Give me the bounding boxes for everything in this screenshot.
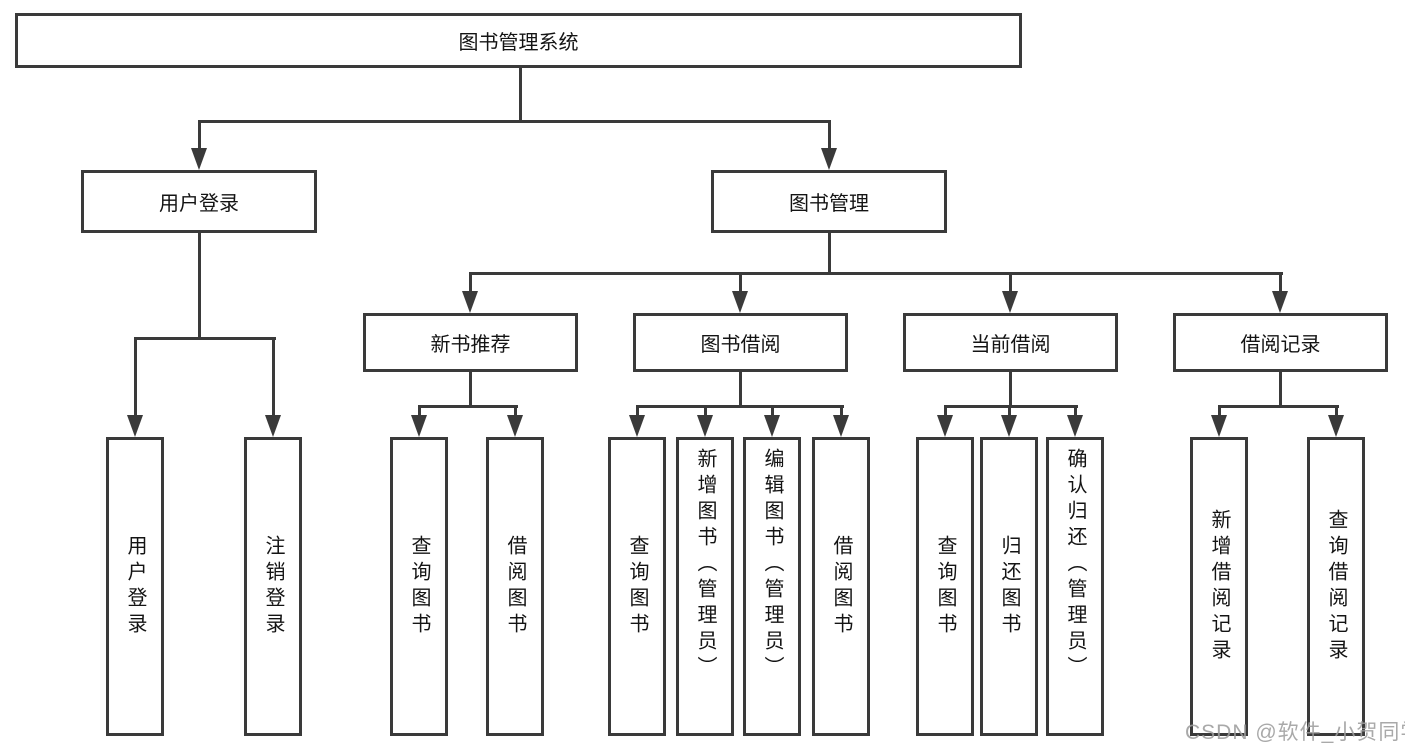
connector-line <box>704 405 707 415</box>
arrow-down-icon <box>697 415 713 437</box>
arrow-down-icon <box>411 415 427 437</box>
connector-line <box>1335 405 1338 415</box>
connector-line <box>840 405 843 415</box>
connector-line <box>198 120 201 148</box>
node-borrow-books-recommend-label: 借阅图书 <box>504 534 526 639</box>
connector-line <box>134 337 137 415</box>
connector-line <box>771 405 774 415</box>
arrow-down-icon <box>1211 415 1227 437</box>
connector-line <box>828 233 831 272</box>
arrow-down-icon <box>191 148 207 170</box>
connector-line <box>469 272 1283 275</box>
node-book-borrowing-label: 图书借阅 <box>700 334 781 356</box>
arrow-down-icon <box>1001 415 1017 437</box>
node-return-book: 归还图书 <box>980 437 1038 736</box>
connector-line <box>636 405 639 415</box>
connector-line <box>739 272 742 291</box>
node-borrowing-records-label: 借阅记录 <box>1240 334 1321 356</box>
arrow-down-icon <box>732 291 748 313</box>
node-user-login-group-label: 用户登录 <box>159 193 239 215</box>
node-new-book-recommendation: 新书推荐 <box>363 313 578 372</box>
connector-line <box>272 337 275 415</box>
node-borrow-books-recommend: 借阅图书 <box>486 437 544 736</box>
node-return-book-label: 归还图书 <box>998 534 1020 639</box>
arrow-down-icon <box>462 291 478 313</box>
connector-line <box>134 337 276 340</box>
connector-line <box>636 405 844 408</box>
connector-line <box>198 120 831 123</box>
node-logout-login: 注销登录 <box>244 437 302 736</box>
node-query-borrow-record: 查询借阅记录 <box>1307 437 1365 736</box>
arrow-down-icon <box>1272 291 1288 313</box>
connector-line <box>469 272 472 291</box>
node-library-management-system: 图书管理系统 <box>15 13 1022 68</box>
connector-line <box>1009 372 1012 405</box>
node-add-book-admin-label: 新增图书（管理员） <box>694 448 716 682</box>
connector-line <box>828 120 831 148</box>
connector-line <box>519 68 522 120</box>
node-book-management-label: 图书管理 <box>789 193 869 215</box>
node-query-books-recommend-label: 查询图书 <box>408 534 430 639</box>
node-book-borrowing: 图书借阅 <box>633 313 848 372</box>
node-confirm-return-admin: 确认归还（管理员） <box>1046 437 1104 736</box>
csdn-watermark: CSDN @软件_小贺同学 <box>1185 721 1405 744</box>
node-borrow-books-borrowing-label: 借阅图书 <box>830 534 852 639</box>
node-query-borrow-record-label: 查询借阅记录 <box>1325 508 1347 665</box>
connector-line <box>739 372 742 405</box>
arrow-down-icon <box>1067 415 1083 437</box>
connector-line <box>944 405 947 415</box>
arrow-down-icon <box>265 415 281 437</box>
connector-line <box>1009 272 1012 291</box>
node-query-books-current: 查询图书 <box>916 437 974 736</box>
connector-line <box>1008 405 1011 415</box>
connector-line <box>198 233 201 337</box>
node-new-book-recommendation-label: 新书推荐 <box>430 334 511 356</box>
arrow-down-icon <box>1328 415 1344 437</box>
node-user-login-label: 用户登录 <box>124 534 146 639</box>
arrow-down-icon <box>764 415 780 437</box>
connector-line <box>1074 405 1077 415</box>
node-edit-book-admin-label: 编辑图书（管理员） <box>761 448 783 682</box>
node-query-books-borrowing: 查询图书 <box>608 437 666 736</box>
node-add-book-admin: 新增图书（管理员） <box>676 437 734 736</box>
node-edit-book-admin: 编辑图书（管理员） <box>743 437 801 736</box>
node-book-management: 图书管理 <box>711 170 947 233</box>
arrow-down-icon <box>833 415 849 437</box>
node-user-login-group: 用户登录 <box>81 170 317 233</box>
node-library-management-system-label: 图书管理系统 <box>458 32 579 54</box>
node-query-books-borrowing-label: 查询图书 <box>626 534 648 639</box>
node-confirm-return-admin-label: 确认归还（管理员） <box>1064 448 1086 682</box>
arrow-down-icon <box>937 415 953 437</box>
node-add-borrow-record-label: 新增借阅记录 <box>1208 508 1230 665</box>
node-borrow-books-borrowing: 借阅图书 <box>812 437 870 736</box>
connector-line <box>1218 405 1221 415</box>
node-current-borrowing: 当前借阅 <box>903 313 1118 372</box>
arrow-down-icon <box>1002 291 1018 313</box>
connector-line <box>944 405 1078 408</box>
connector-line <box>418 405 518 408</box>
node-logout-login-label: 注销登录 <box>262 534 284 639</box>
arrow-down-icon <box>507 415 523 437</box>
arrow-down-icon <box>127 415 143 437</box>
node-borrowing-records: 借阅记录 <box>1173 313 1388 372</box>
connector-line <box>1279 372 1282 405</box>
connector-line <box>514 405 517 415</box>
connector-line <box>418 405 421 415</box>
node-add-borrow-record: 新增借阅记录 <box>1190 437 1248 736</box>
node-user-login: 用户登录 <box>106 437 164 736</box>
connector-line <box>1279 272 1282 291</box>
connector-line <box>469 372 472 405</box>
arrow-down-icon <box>821 148 837 170</box>
arrow-down-icon <box>629 415 645 437</box>
connector-line <box>1218 405 1339 408</box>
node-query-books-current-label: 查询图书 <box>934 534 956 639</box>
node-query-books-recommend: 查询图书 <box>390 437 448 736</box>
node-current-borrowing-label: 当前借阅 <box>970 334 1051 356</box>
